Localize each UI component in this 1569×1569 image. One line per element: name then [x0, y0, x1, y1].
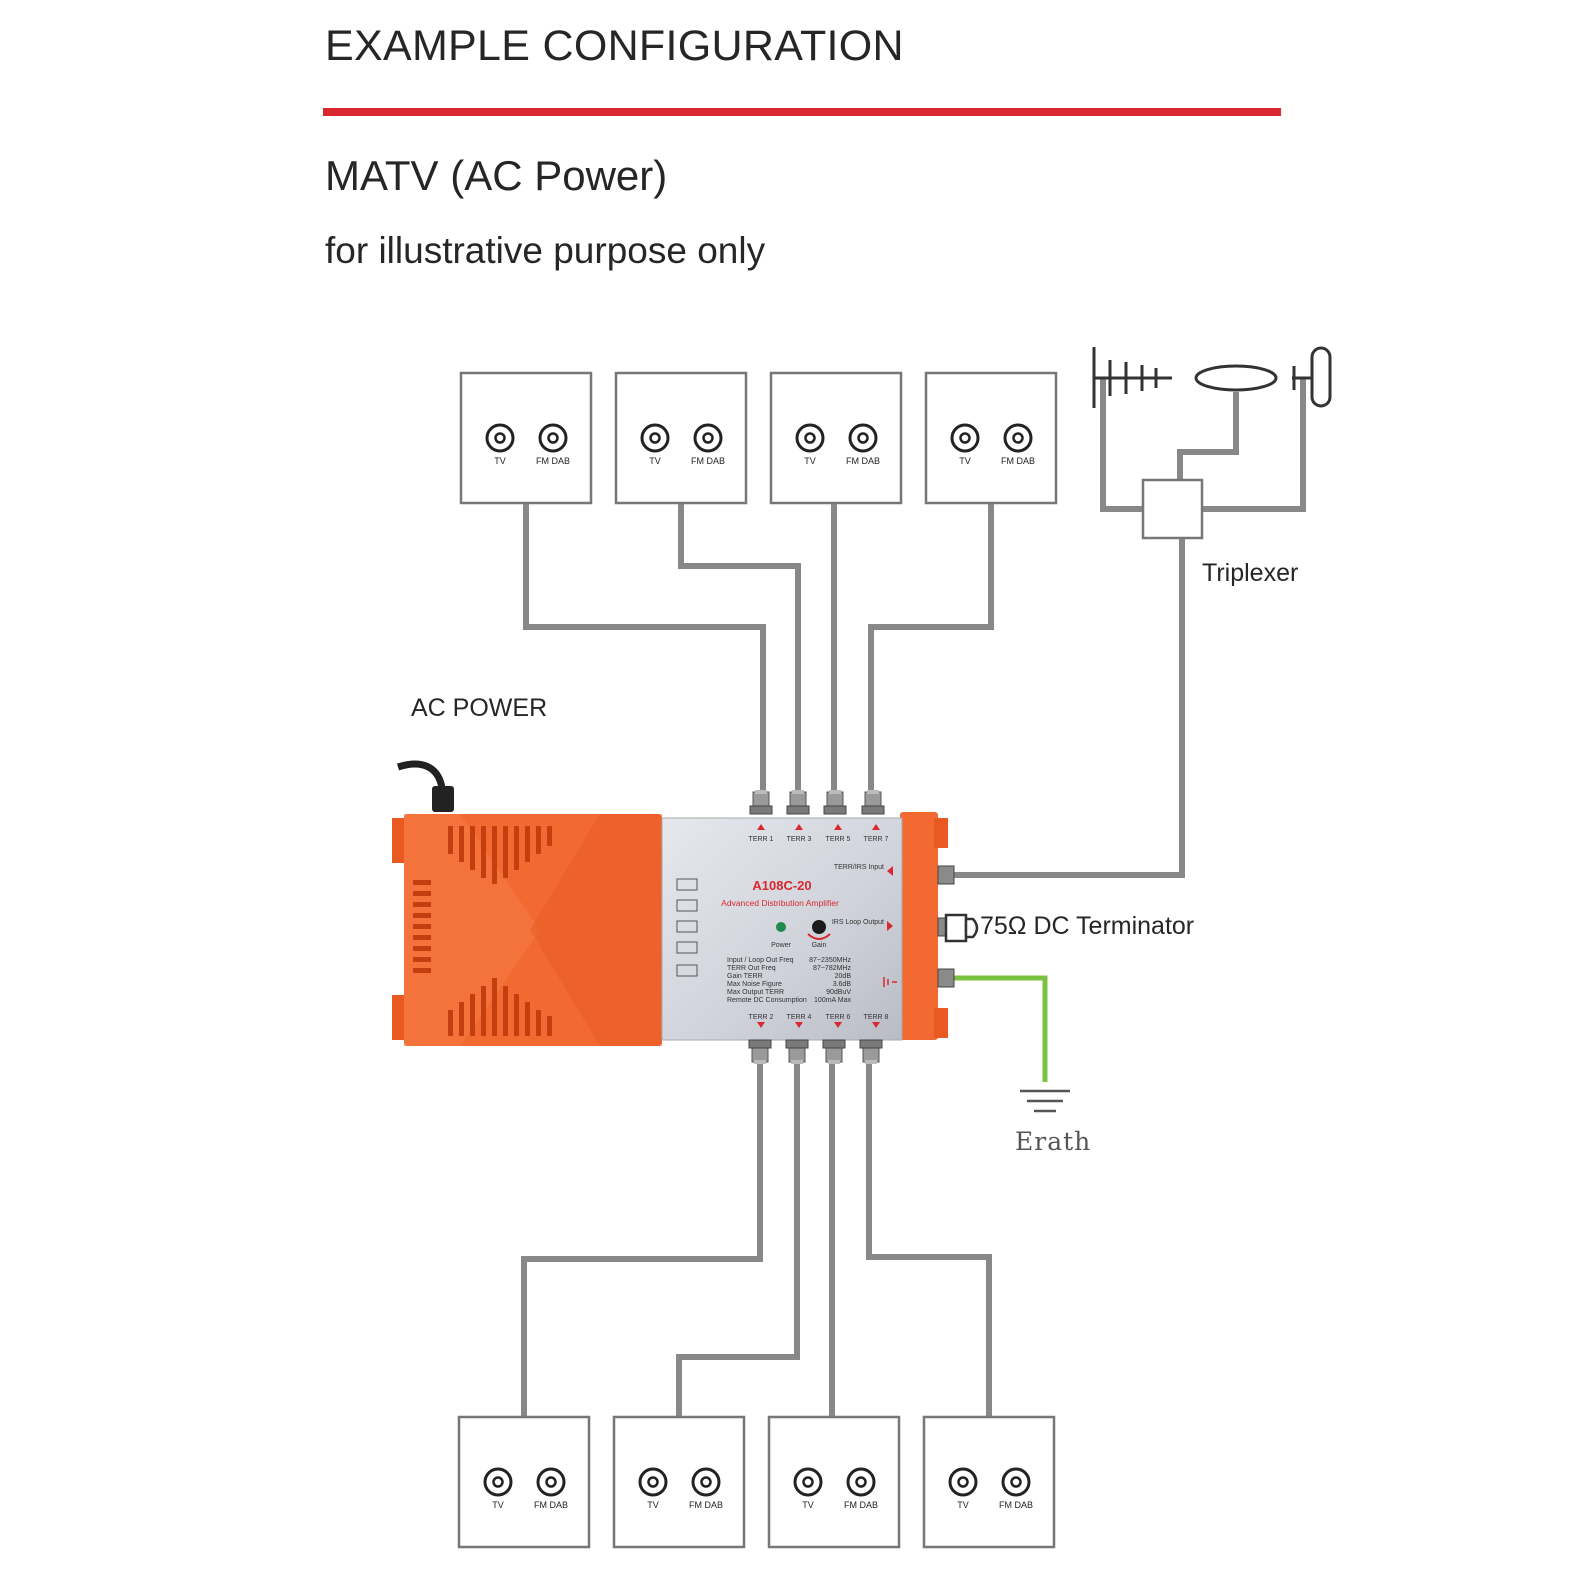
svg-text:TV: TV: [649, 456, 661, 466]
svg-text:Remote DC Consumption: Remote DC Consumption: [727, 997, 807, 1004]
coax-cables: [521, 378, 1306, 1417]
illustrative-note: for illustrative purpose only: [325, 230, 766, 271]
cable-terr4: [676, 1062, 800, 1417]
svg-text:20dB: 20dB: [835, 973, 852, 980]
cable-terr1: [523, 503, 766, 792]
power-led-icon: [776, 922, 786, 932]
loop-port-label: IRS Loop Output: [832, 919, 884, 926]
svg-text:87~782MHz: 87~782MHz: [813, 965, 851, 972]
svg-text:FM DAB: FM DAB: [536, 456, 570, 466]
cable-antenna-dipole: [1202, 378, 1306, 512]
loop-antenna-icon: [1194, 364, 1278, 392]
wall-plate-top-4: TV FM DAB: [924, 371, 1058, 505]
svg-text:FM DAB: FM DAB: [534, 1500, 568, 1510]
amplifier-model: A108C-20: [752, 878, 811, 893]
wall-plate-top-1: TV FM DAB: [459, 371, 593, 505]
svg-text:3.6dB: 3.6dB: [833, 981, 852, 988]
svg-text:100mA Max: 100mA Max: [814, 997, 851, 1004]
cable-triplexer-input: [952, 537, 1185, 878]
yagi-antenna-icon: [1092, 347, 1172, 408]
port-label-terr4: TERR 4: [787, 1014, 812, 1021]
cable-terr8: [866, 1062, 992, 1417]
config-subtitle: MATV (AC Power): [325, 152, 668, 199]
svg-text:Input / Loop Out Freq: Input / Loop Out Freq: [727, 957, 794, 964]
terminator-icon: [944, 913, 979, 943]
svg-text:FM DAB: FM DAB: [1001, 456, 1035, 466]
svg-text:FM DAB: FM DAB: [999, 1500, 1033, 1510]
panel-ground-icon: [883, 977, 897, 987]
svg-text:TV: TV: [802, 1500, 814, 1510]
svg-text:TV: TV: [647, 1500, 659, 1510]
svg-text:87~2350MHz: 87~2350MHz: [809, 957, 851, 964]
svg-text:FM DAB: FM DAB: [689, 1500, 723, 1510]
port-label-terr7: TERR 7: [864, 836, 889, 843]
triplexer-box: [1141, 478, 1204, 540]
ground-icon: [1020, 1089, 1070, 1113]
svg-text:TV: TV: [804, 456, 816, 466]
svg-text:Max Noise Figure: Max Noise Figure: [727, 981, 782, 988]
title-rule: [323, 108, 1281, 116]
svg-text:FM DAB: FM DAB: [846, 456, 880, 466]
cable-antenna-loop: [1177, 392, 1239, 480]
port-label-terr8: TERR 8: [864, 1014, 889, 1021]
distribution-amplifier: TERR 1 TERR 3 TERR 5 TERR 7 TERR 2 TERR …: [392, 760, 955, 1065]
svg-text:90dBuV: 90dBuV: [826, 989, 851, 996]
cable-antenna-yagi: [1100, 378, 1143, 512]
svg-text:Power: Power: [771, 942, 792, 949]
dipole-antenna-icon: [1292, 346, 1332, 408]
amplifier-description: Advanced Distribution Amplifier: [721, 898, 839, 908]
wall-plate-bottom-2: TV FM DAB: [612, 1415, 746, 1549]
svg-text:FM DAB: FM DAB: [691, 456, 725, 466]
port-label-terr3: TERR 3: [787, 836, 812, 843]
port-label-terr1: TERR 1: [749, 836, 774, 843]
wall-plate-bottom-1: TV FM DAB: [457, 1415, 591, 1549]
ac-power-cable: [396, 760, 446, 789]
svg-text:FM DAB: FM DAB: [844, 1500, 878, 1510]
cable-terr2: [521, 1062, 763, 1417]
ac-power-label: AC POWER: [411, 694, 548, 722]
input-port-label: TERR/IRS Input: [834, 864, 884, 871]
port-label-terr5: TERR 5: [826, 836, 851, 843]
svg-text:TV: TV: [957, 1500, 969, 1510]
svg-text:Gain: Gain: [812, 942, 827, 949]
terminator-label: 75Ω DC Terminator: [980, 912, 1195, 940]
svg-text:TERR Out Freq: TERR Out Freq: [727, 965, 776, 972]
svg-text:TV: TV: [959, 456, 971, 466]
svg-text:TV: TV: [494, 456, 506, 466]
triplexer-label: Triplexer: [1202, 559, 1299, 587]
port-label-terr6: TERR 6: [826, 1014, 851, 1021]
svg-text:Max Output TERR: Max Output TERR: [727, 989, 784, 996]
wall-plate-top-3: TV FM DAB: [769, 371, 903, 505]
certification-marks-icon: [676, 878, 698, 977]
cable-terr3: [678, 503, 801, 792]
spec-table: Input / Loop Out Freq 87~2350MHz TERR Ou…: [727, 957, 851, 1004]
cable-terr7: [868, 503, 994, 792]
port-label-terr2: TERR 2: [749, 1014, 774, 1021]
wall-plate-bottom-3: TV FM DAB: [767, 1415, 901, 1549]
gain-knob-icon: [812, 920, 826, 934]
earth-wire: [952, 975, 1048, 1082]
page-title: EXAMPLE CONFIGURATION: [325, 22, 904, 70]
svg-text:Gain TERR: Gain TERR: [727, 973, 763, 980]
wall-plate-bottom-4: TV FM DAB: [922, 1415, 1056, 1549]
wall-plate-top-2: TV FM DAB: [614, 371, 748, 505]
svg-text:TV: TV: [492, 1500, 504, 1510]
earth-label: Erath: [1015, 1127, 1092, 1156]
